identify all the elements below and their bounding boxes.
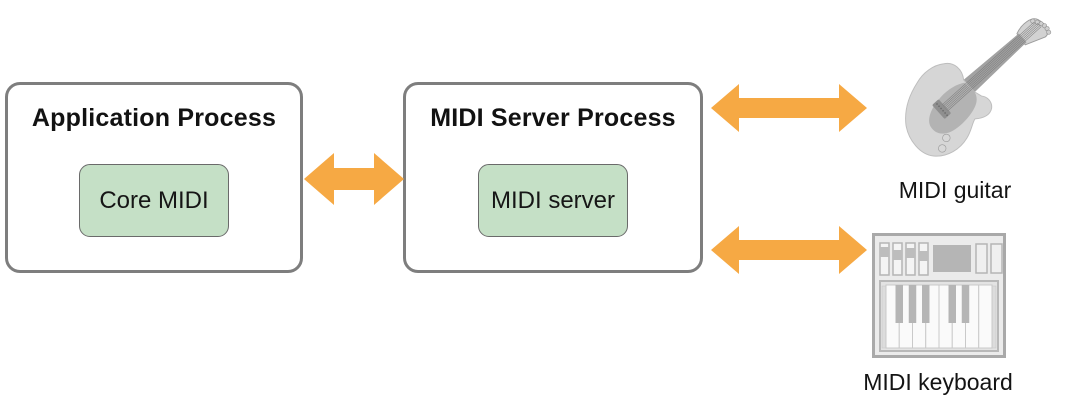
midi-guitar-label: MIDI guitar (898, 177, 1012, 203)
core-midi-component-box: Core MIDI (79, 164, 229, 237)
application-process-title: Application Process (31, 104, 277, 132)
midi-server-label: MIDI server (490, 186, 615, 214)
midi-server-process-title: MIDI Server Process (430, 104, 676, 132)
core-midi-label: Core MIDI (99, 186, 209, 214)
midi-guitar-icon (905, 18, 1052, 157)
midi-server-process-box: MIDI Server Process MIDI server (403, 82, 703, 273)
midi-keyboard-label: MIDI keyboard (863, 369, 1013, 395)
midi-keyboard-icon (872, 233, 1006, 358)
bidirectional-arrow-icon (711, 84, 867, 132)
bidirectional-arrow-icon (304, 153, 404, 205)
application-process-box: Application Process Core MIDI (5, 82, 303, 273)
midi-server-component-box: MIDI server (478, 164, 628, 237)
bidirectional-arrow-icon (711, 226, 867, 274)
